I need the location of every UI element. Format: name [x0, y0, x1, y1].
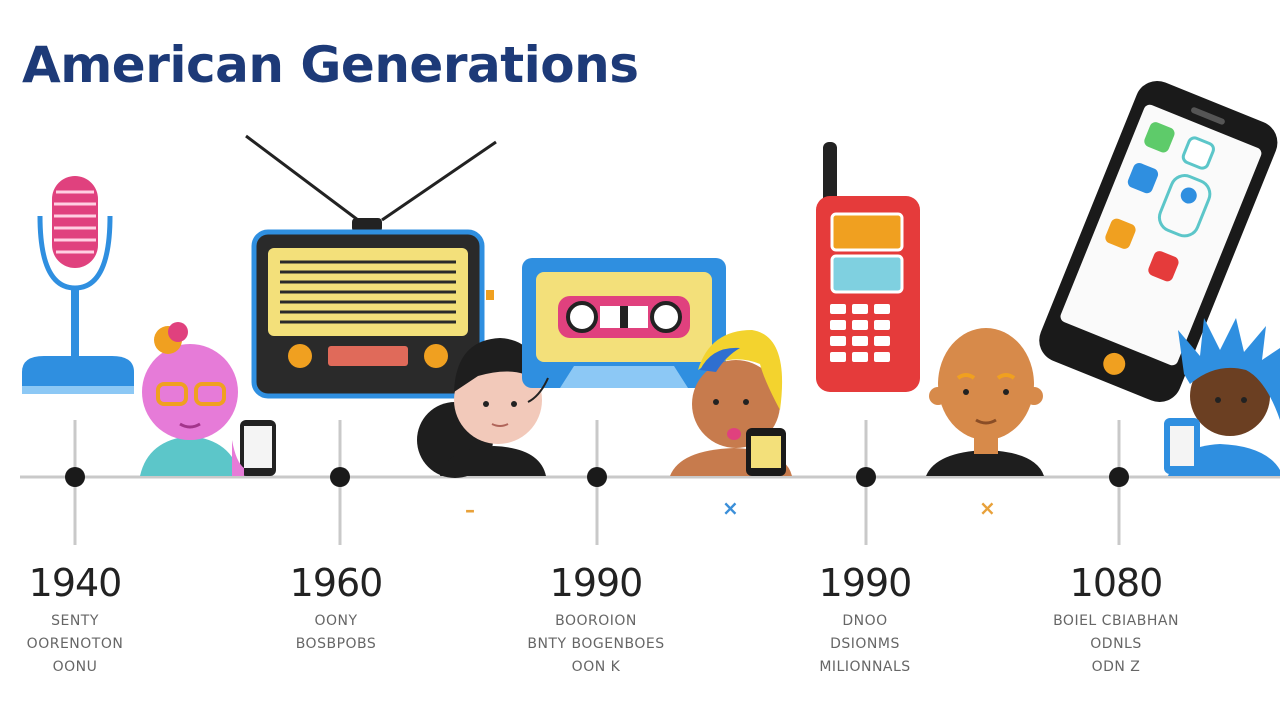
generation-caption-1: SENTY OORENOTON OONU	[0, 610, 195, 679]
caption-line: SENTY	[51, 613, 99, 629]
generation-caption-3: BOOROION BNTY BOGENBOES OON K	[476, 610, 716, 679]
caption-line: DNOO	[842, 613, 888, 629]
page-title: American Generations	[22, 36, 639, 94]
person-4-avatar	[926, 328, 1044, 476]
walkie-talkie-phone-icon	[816, 142, 920, 392]
person-2-avatar	[417, 338, 546, 478]
caption-line: ODN Z	[1091, 659, 1141, 675]
year-label-5: 1080	[1069, 561, 1164, 605]
caption-line: BNTY BOGENBOES	[527, 636, 665, 652]
timeline-x-mark-orange: ×	[979, 496, 996, 520]
smartphone-icon	[1039, 80, 1278, 403]
caption-line: OONU	[52, 659, 98, 675]
generation-caption-4: DNOO DSIONMS MILIONNALS	[745, 610, 985, 679]
timeline-dots	[65, 467, 1129, 487]
microphone-icon	[22, 176, 134, 394]
caption-line: BOIEL CBIABHAN	[1053, 613, 1179, 629]
person-3-avatar	[670, 330, 792, 476]
timeline-dash-mark: –	[465, 498, 475, 522]
caption-line: BOOROION	[555, 613, 637, 629]
year-label-2: 1960	[289, 561, 384, 605]
person-5-avatar	[1164, 318, 1280, 476]
caption-line: OORENOTON	[26, 636, 124, 652]
generation-caption-2: OONY BOSBPOBS	[216, 610, 456, 656]
caption-line: OON K	[571, 659, 621, 675]
radio-tv-icon	[245, 134, 497, 399]
caption-line: BOSBPOBS	[295, 636, 377, 652]
year-label-3: 1990	[549, 561, 644, 605]
year-label-1: 1940	[28, 561, 123, 605]
generation-caption-5: BOIEL CBIABHAN ODNLS ODN Z	[996, 610, 1236, 679]
caption-line: ODNLS	[1090, 636, 1142, 652]
timeline-x-mark-blue: ×	[722, 496, 739, 520]
person-1-avatar	[140, 322, 276, 476]
caption-line: DSIONMS	[830, 636, 900, 652]
caption-line: MILIONNALS	[819, 659, 911, 675]
cassette-tape-icon	[522, 258, 726, 403]
caption-line: OONY	[314, 613, 358, 629]
year-label-4: 1990	[818, 561, 913, 605]
